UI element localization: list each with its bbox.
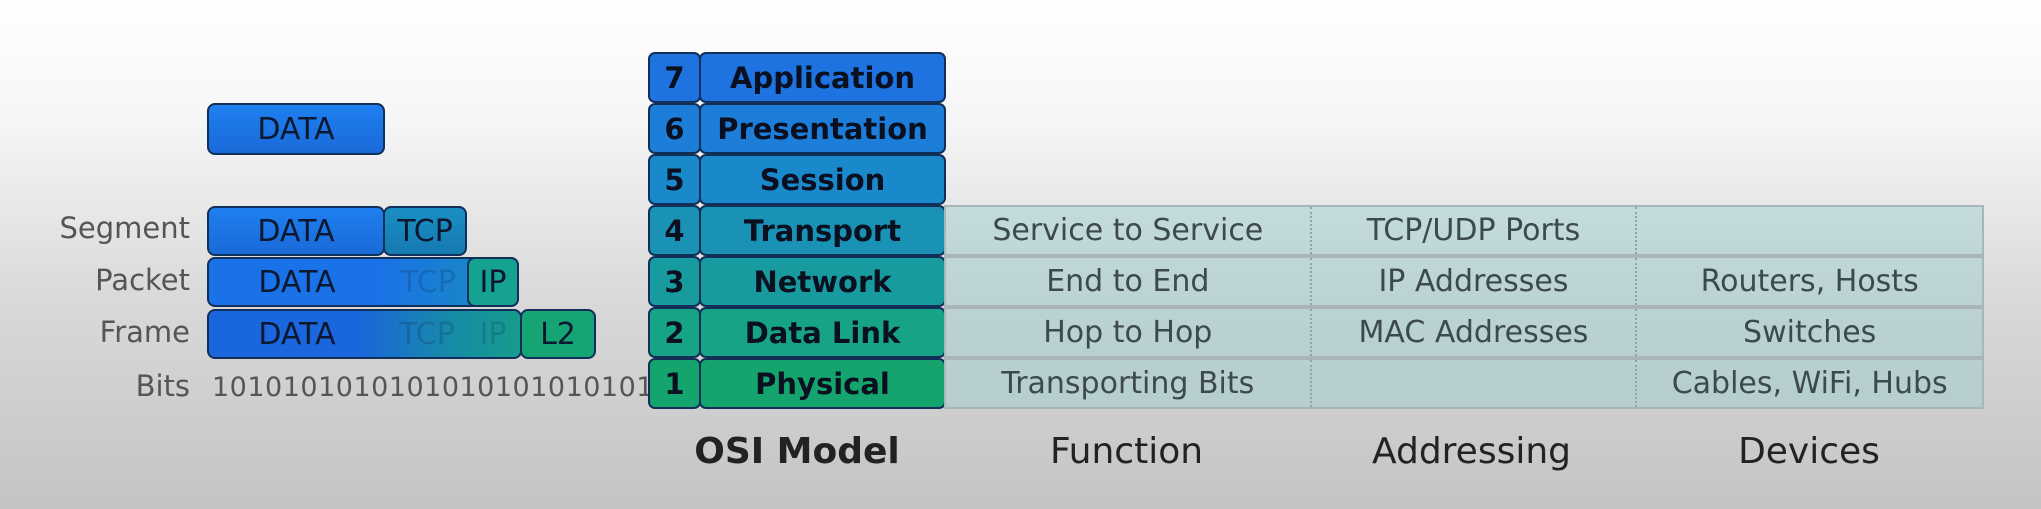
addressing-cell (1309, 360, 1636, 407)
osi-layer-name: Presentation (699, 103, 946, 154)
segment-data-block: DATA (207, 206, 385, 256)
packet-label: Packet (95, 263, 190, 297)
table-row: Transporting Bits Cables, WiFi, Hubs (944, 358, 1984, 409)
devices-cell: Switches (1635, 309, 1982, 356)
frame-data-block: DATA TCP IP (207, 309, 522, 359)
osi-layer-number: 5 (648, 154, 701, 205)
devices-cell (1635, 207, 1982, 254)
bits-value: 1010101010101010101010101 (212, 372, 654, 403)
packet-ip-header: IP (467, 257, 519, 307)
osi-layer-name: Application (699, 52, 946, 103)
osi-layer-number: 6 (648, 103, 701, 154)
frame-ip-ghost: IP (479, 316, 507, 352)
osi-model-title: OSI Model (694, 431, 900, 472)
segment-tcp-header: TCP (383, 206, 467, 256)
addressing-cell: TCP/UDP Ports (1309, 207, 1636, 254)
frame-data-text: DATA (258, 316, 336, 352)
data-block: DATA (207, 103, 385, 155)
segment-label: Segment (59, 211, 191, 245)
devices-header: Devices (1738, 431, 1880, 472)
addressing-cell: MAC Addresses (1309, 309, 1636, 356)
packet-data-text: DATA (258, 264, 336, 300)
osi-layer-name: Physical (699, 358, 946, 409)
frame-label: Frame (99, 315, 190, 349)
osi-layer-name: Transport (699, 205, 946, 256)
devices-cell: Routers, Hosts (1635, 258, 1982, 305)
function-header: Function (1049, 431, 1204, 472)
osi-layer-name: Network (699, 256, 946, 307)
addressing-cell: IP Addresses (1309, 258, 1636, 305)
frame-l2-header: L2 (520, 309, 596, 359)
function-cell: End to End (1046, 264, 1210, 299)
addressing-header: Addressing (1371, 431, 1572, 472)
table-row: Service to Service TCP/UDP Ports (944, 205, 1984, 256)
osi-layer-number: 4 (648, 205, 701, 256)
osi-layer-number: 3 (648, 256, 701, 307)
osi-layer-number: 1 (648, 358, 701, 409)
devices-cell: Cables, WiFi, Hubs (1635, 360, 1982, 407)
function-cell: Transporting Bits (1001, 366, 1255, 401)
bits-label: Bits (135, 369, 190, 403)
frame-tcp-ghost: TCP (399, 316, 455, 352)
osi-layer-name: Data Link (699, 307, 946, 358)
packet-tcp-ghost: TCP (400, 264, 456, 300)
osi-layer-name: Session (699, 154, 946, 205)
function-cell: Hop to Hop (1043, 315, 1213, 350)
function-cell: Service to Service (992, 213, 1264, 248)
osi-layer-number: 7 (648, 52, 701, 103)
osi-layer-number: 2 (648, 307, 701, 358)
